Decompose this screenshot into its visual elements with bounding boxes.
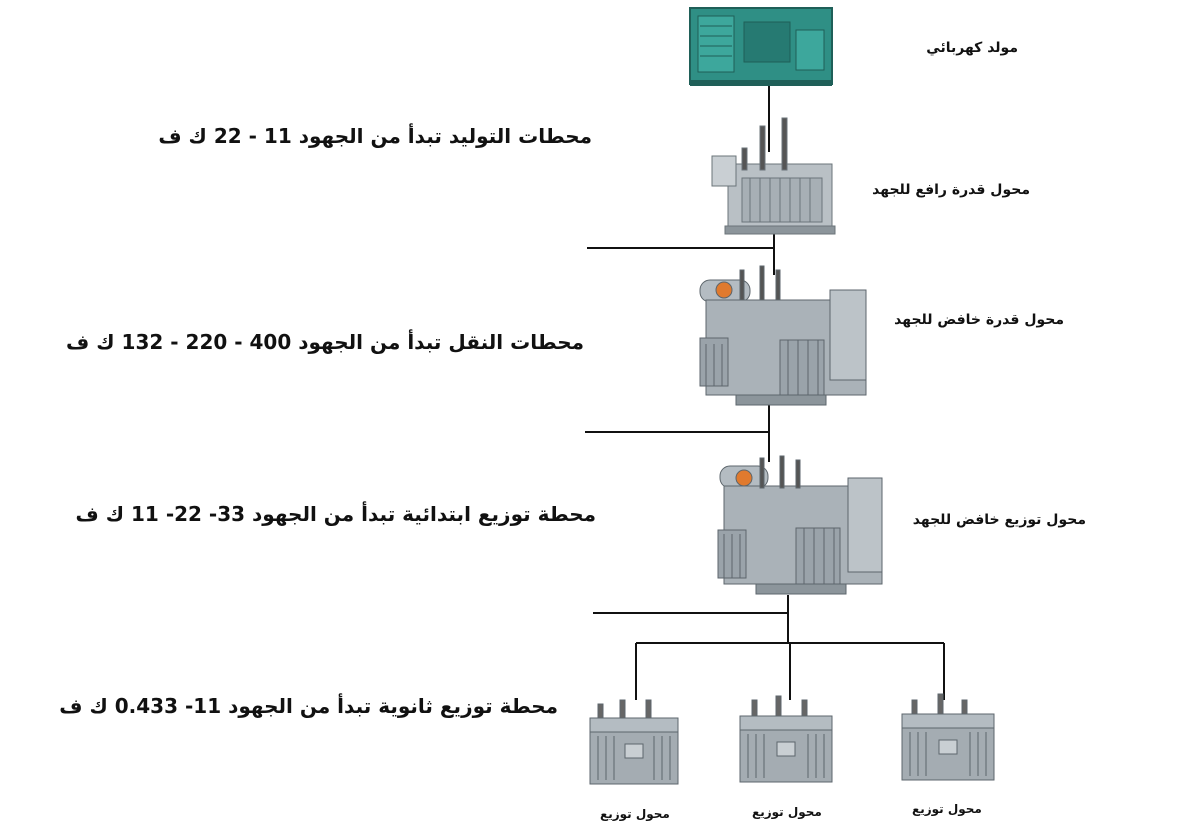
distribution-transformer-label-middle: محول توزيع <box>752 805 822 819</box>
small-transformer-icon-middle <box>740 696 832 782</box>
distribution-transformer-label-left: محول توزيع <box>600 807 670 821</box>
distribution-transformer-label-right: محول توزيع <box>912 802 982 816</box>
step-down-power-transformer-label: محول قدرة خافض للجهد <box>894 312 1064 328</box>
step-up-transformer-label: محول قدرة رافع للجهد <box>872 182 1030 198</box>
small-transformer-icon-left <box>590 700 678 784</box>
generator-label: مولد كهربائي <box>926 40 1018 56</box>
stage-secondary-distribution-label: محطة توزيع ثانوية تبدأ من الجهود 11- 0.4… <box>59 694 558 718</box>
step-down-distribution-transformer-label: محول توزيع خافض للجهد <box>913 512 1086 528</box>
stage-primary-distribution-label: محطة توزيع ابتدائية تبدأ من الجهود 33- 2… <box>76 502 596 526</box>
stage-generation-label: محطات التوليد تبدأ من الجهود 11 - 22 ك ف <box>158 124 592 148</box>
stage-transmission-label: محطات النقل تبدأ من الجهود 400 - 220 - 1… <box>66 330 584 354</box>
small-transformer-icon-right <box>902 694 994 780</box>
